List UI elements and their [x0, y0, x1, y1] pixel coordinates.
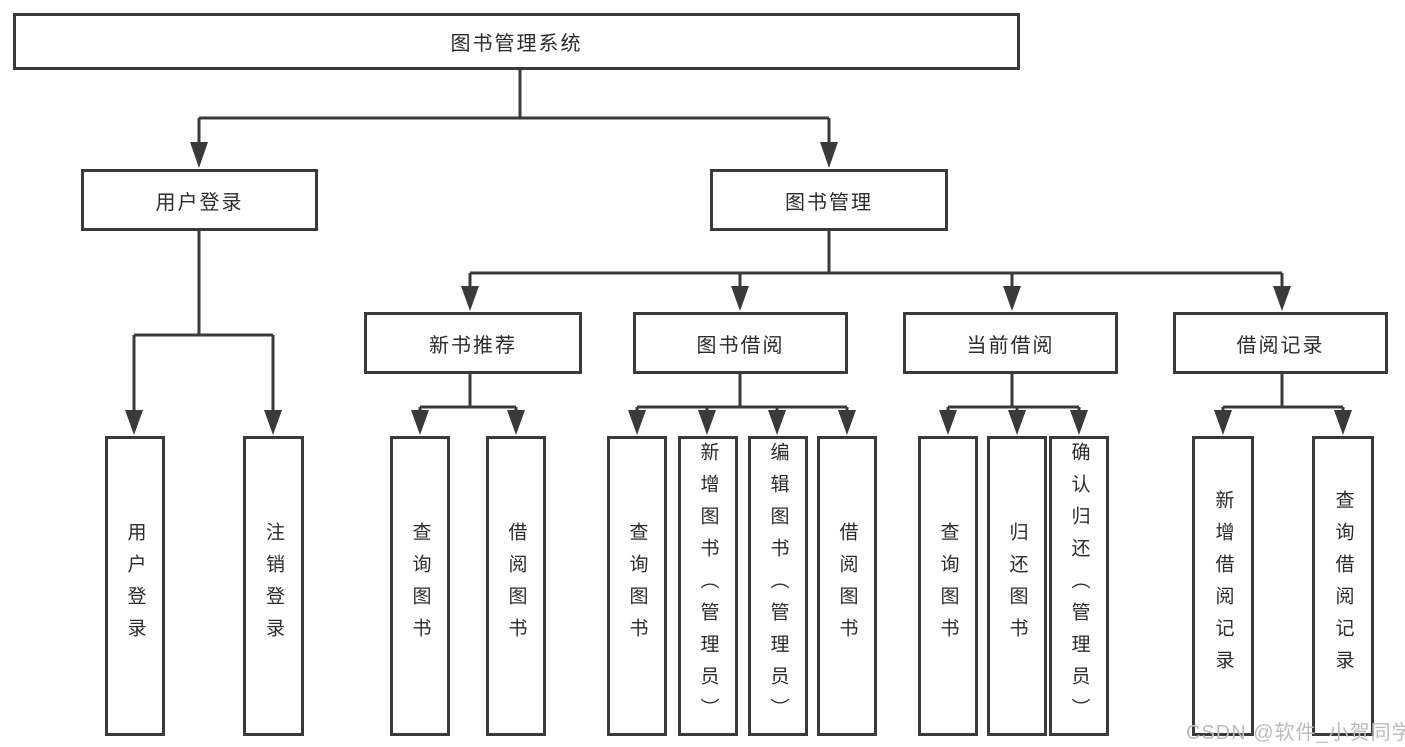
leaf-confirm-return-admin: 确认归还（管理员） — [1049, 436, 1109, 736]
leaf-query-books-current: 查询图书 — [918, 436, 978, 736]
leaf-user-login-label: 用户登录 — [124, 522, 146, 650]
leaf-confirm-return-admin-label: 确认归还（管理员） — [1068, 442, 1090, 730]
node-current-borrow: 当前借阅 — [903, 312, 1118, 374]
arrowheads-book-borrow-children — [628, 410, 856, 435]
connector-book-borrow-children — [635, 374, 849, 412]
node-borrow-records: 借阅记录 — [1173, 312, 1388, 374]
node-book-mgmt-label: 图书管理 — [785, 191, 873, 214]
node-new-book-rec-label: 新书推荐 — [429, 334, 517, 357]
leaf-borrow-books: 借阅图书 — [817, 436, 877, 736]
csdn-watermark: CSDN @软件_小贺同学 — [1186, 722, 1405, 744]
leaf-query-borrow-record: 查询借阅记录 — [1312, 436, 1374, 736]
leaf-add-books-admin: 新增图书（管理员） — [678, 436, 738, 736]
connector-borrow-records-children — [1221, 374, 1345, 412]
leaf-edit-books-admin-label: 编辑图书（管理员） — [767, 442, 789, 730]
leaf-borrow-books-rec-label: 借阅图书 — [505, 522, 527, 650]
node-root-label: 图书管理系统 — [450, 33, 583, 55]
leaf-query-borrow-record-label: 查询借阅记录 — [1332, 490, 1354, 682]
leaf-return-books-label: 归还图书 — [1006, 522, 1028, 650]
leaf-logout-label: 注销登录 — [263, 522, 284, 650]
node-borrow-records-label: 借阅记录 — [1236, 334, 1325, 357]
leaf-add-borrow-record: 新增借阅记录 — [1192, 436, 1254, 736]
node-user-login-label: 用户登录 — [155, 191, 244, 214]
leaf-add-books-admin-label: 新增图书（管理员） — [697, 442, 719, 730]
leaf-add-borrow-record-label: 新增借阅记录 — [1212, 490, 1234, 682]
arrowheads-current-borrow-children — [939, 410, 1088, 435]
node-new-book-rec: 新书推荐 — [364, 312, 582, 374]
arrowheads-level2 — [190, 142, 838, 168]
connector-root-to-level2 — [197, 70, 831, 143]
connector-book-mgmt-children — [468, 231, 1284, 287]
leaf-query-books-rec: 查询图书 — [390, 436, 450, 736]
node-current-borrow-label: 当前借阅 — [966, 334, 1055, 357]
leaf-query-books-borrow-label: 查询图书 — [626, 522, 648, 650]
leaf-query-books-current-label: 查询图书 — [937, 522, 959, 650]
arrowheads-user-login-children — [125, 410, 282, 435]
connector-new-book-rec-children — [418, 374, 518, 412]
leaf-user-login: 用户登录 — [105, 436, 165, 736]
connector-current-borrow-children — [946, 374, 1081, 412]
leaf-return-books: 归还图书 — [987, 436, 1047, 736]
leaf-query-books-borrow: 查询图书 — [607, 436, 667, 736]
node-book-borrow-label: 图书借阅 — [696, 334, 785, 357]
node-book-borrow: 图书借阅 — [633, 312, 848, 374]
arrowheads-book-mgmt-children — [461, 286, 1291, 311]
leaf-borrow-books-rec: 借阅图书 — [486, 436, 546, 736]
node-user-login: 用户登录 — [81, 169, 318, 231]
arrowheads-borrow-records-children — [1214, 410, 1352, 435]
leaf-borrow-books-label: 借阅图书 — [836, 522, 858, 650]
connector-user-login-children — [132, 231, 275, 411]
leaf-edit-books-admin: 编辑图书（管理员） — [748, 436, 808, 736]
leaf-query-books-rec-label: 查询图书 — [409, 522, 431, 650]
node-root: 图书管理系统 — [13, 13, 1020, 70]
node-book-mgmt: 图书管理 — [710, 169, 948, 231]
leaf-logout: 注销登录 — [243, 436, 304, 736]
arrowheads-new-book-rec-children — [411, 410, 525, 435]
